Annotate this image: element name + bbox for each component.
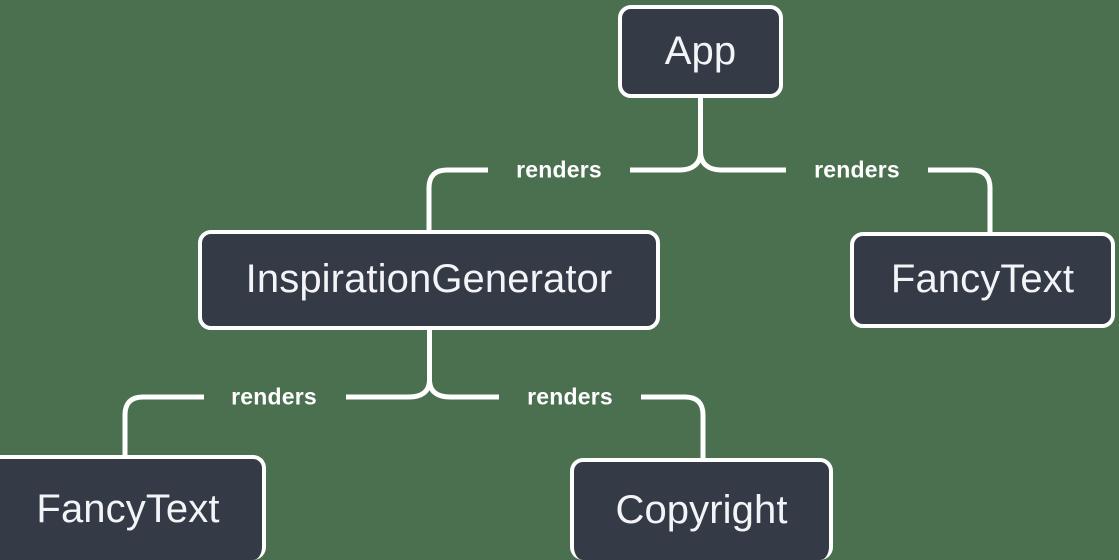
node-app[interactable]: App — [618, 5, 783, 98]
edge-label-inspiration-to-copyright: renders — [527, 383, 613, 410]
edge-label-app-to-inspiration: renders — [516, 156, 602, 183]
node-fancytext-right[interactable]: FancyText — [850, 232, 1115, 328]
edge-label-gap-2 — [786, 158, 928, 182]
edge-app-to-fancytext-right — [698, 151, 993, 232]
edge-label-inspiration-to-fancytext-left: renders — [231, 383, 317, 410]
edge-inspiration-to-copyright — [427, 379, 706, 458]
edge-label-gap-1 — [488, 158, 630, 182]
node-app-label: App — [664, 28, 737, 73]
node-fancytext-right-label: FancyText — [890, 257, 1075, 301]
edge-app-to-inspiration — [426, 151, 703, 230]
node-copyright[interactable]: Copyright — [570, 458, 833, 560]
node-copyright-label: Copyright — [615, 488, 788, 532]
node-fancytext-left[interactable]: FancyText — [0, 455, 266, 560]
node-fancytext-left-label: FancyText — [36, 486, 220, 531]
edge-label-gap-4 — [499, 385, 641, 409]
node-inspiration-generator[interactable]: InspirationGenerator — [198, 230, 660, 330]
edge-label-app-to-fancytext-right: renders — [814, 156, 900, 183]
edge-inspiration-to-fancytext-left — [122, 379, 432, 455]
edge-label-gap-3 — [204, 385, 346, 409]
node-inspiration-generator-label: InspirationGenerator — [245, 257, 613, 301]
